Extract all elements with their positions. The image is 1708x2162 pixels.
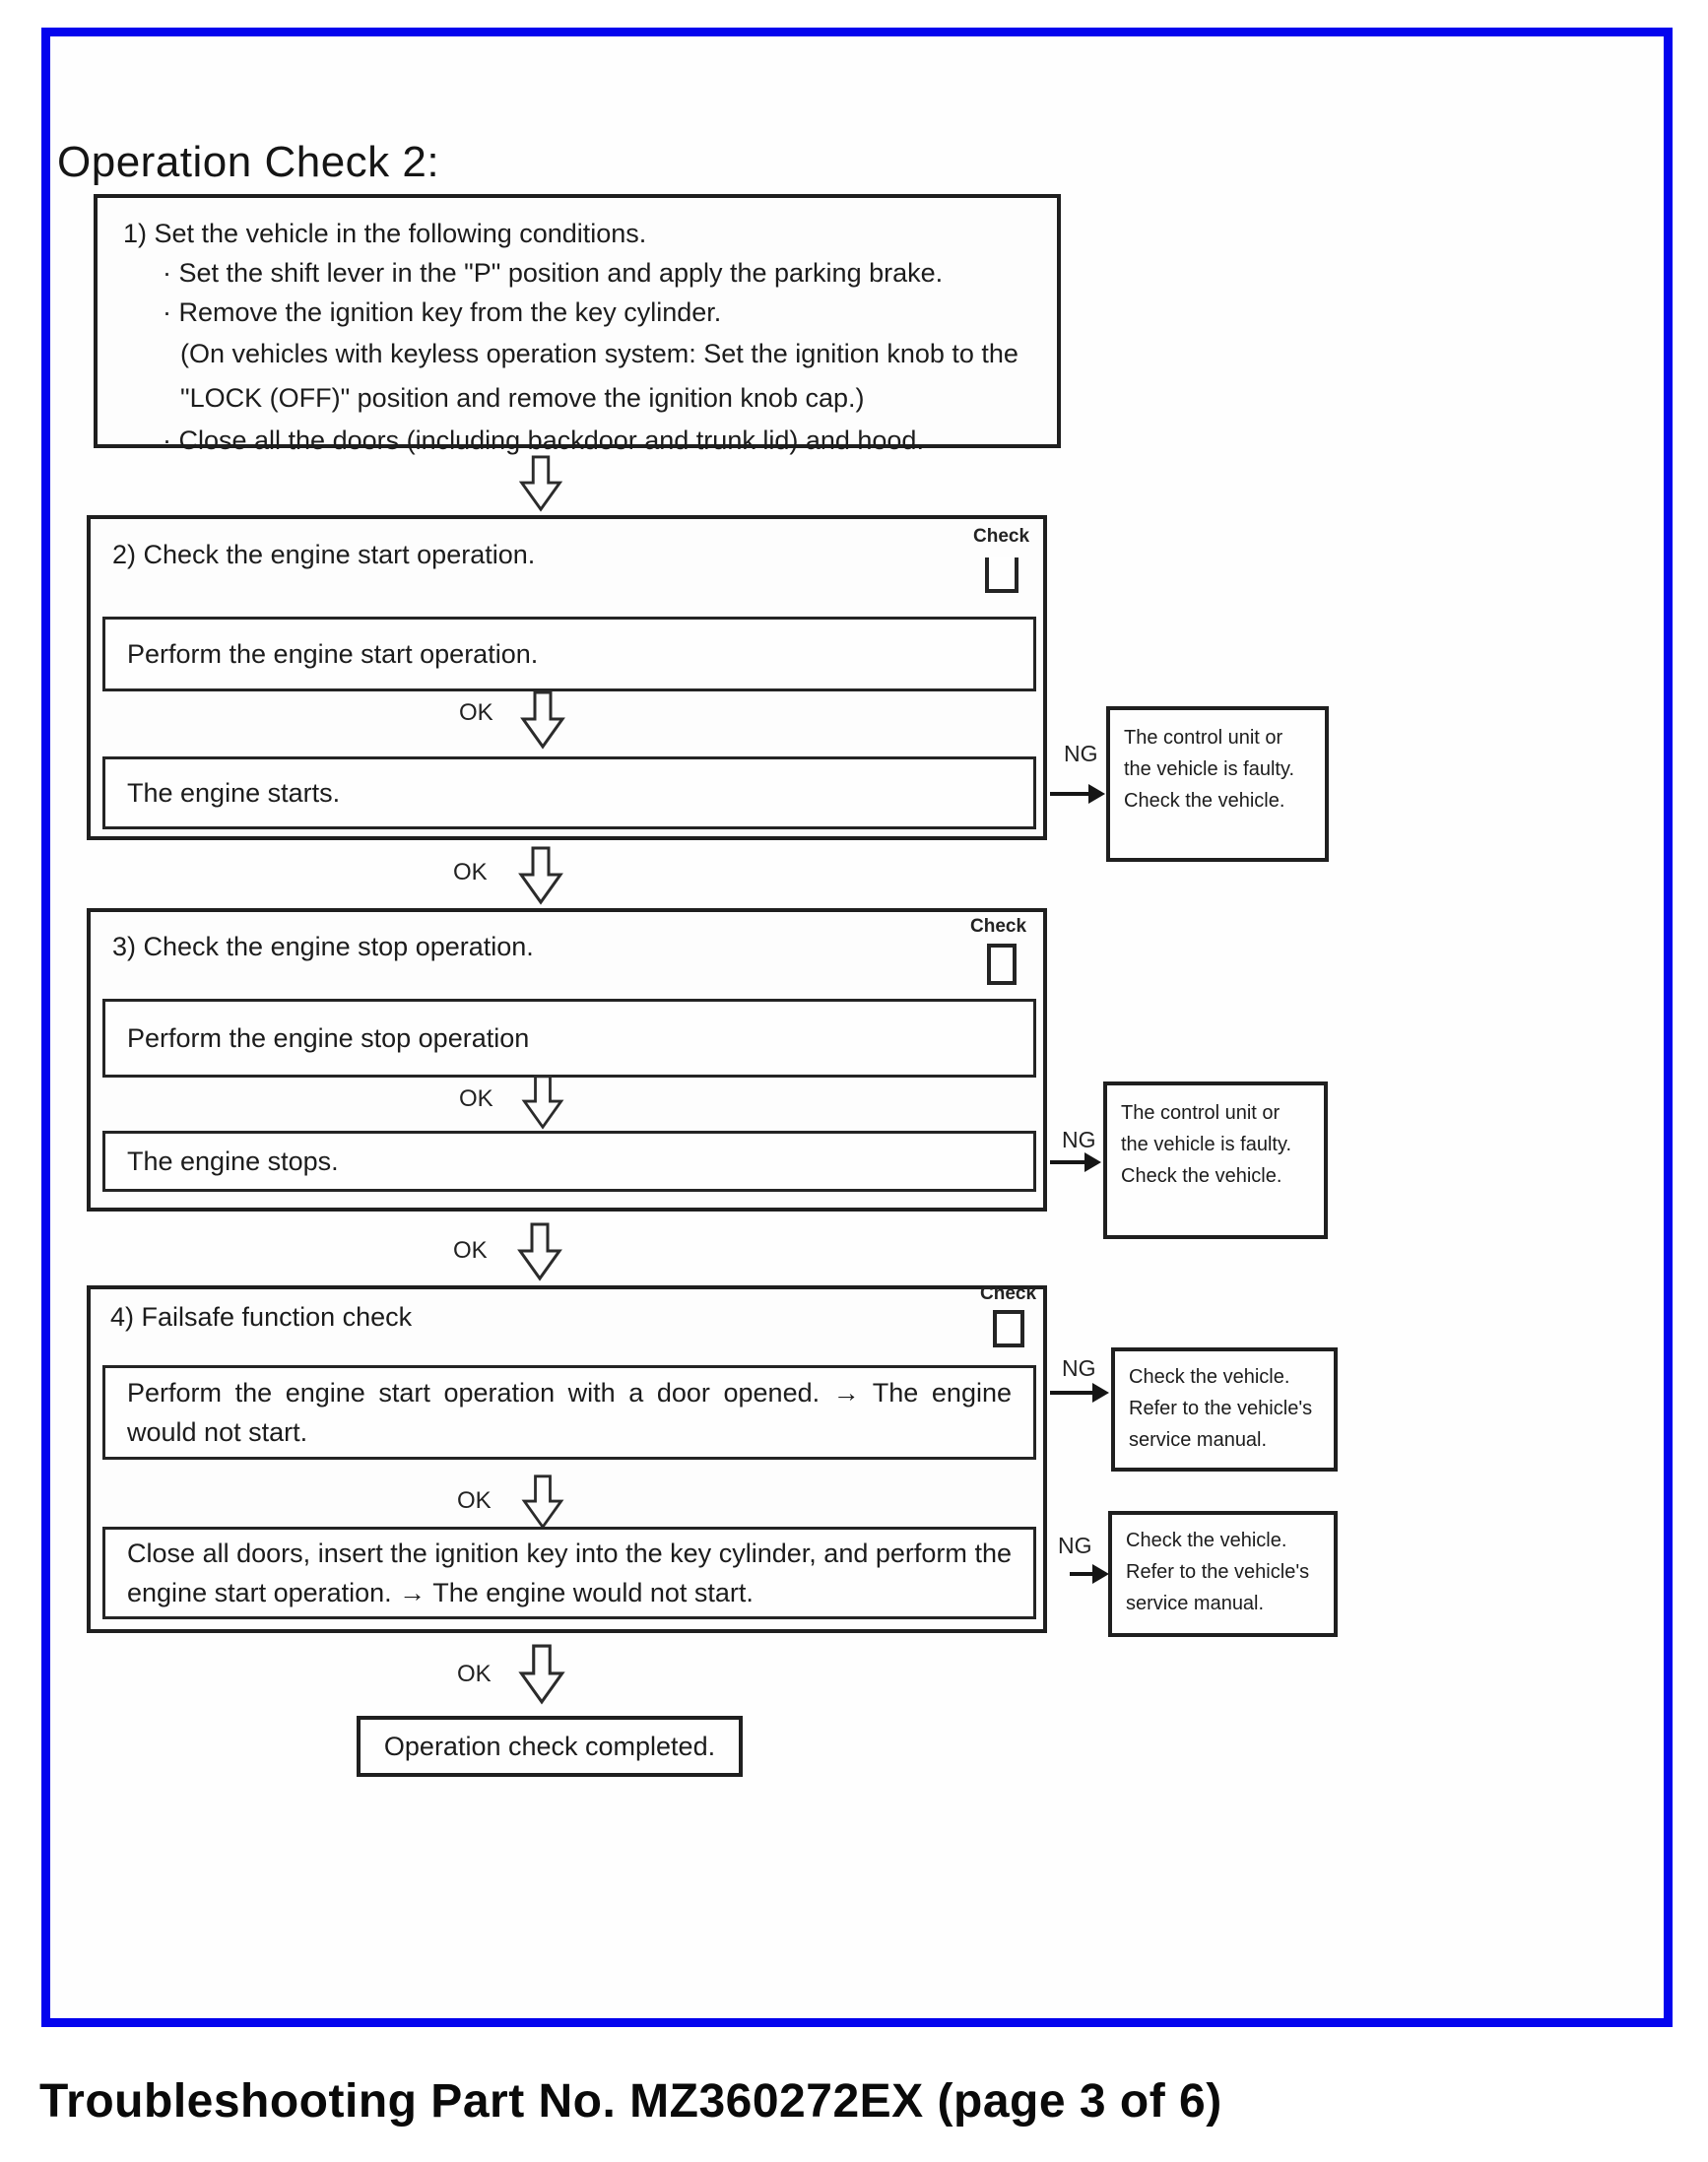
step1-heading: 1) Set the vehicle in the following cond… [123,219,647,248]
footer-title: Troubleshooting Part No. MZ360272EX (pag… [39,2075,1222,2128]
step4-checkbox [993,1310,1024,1347]
step1-bullet: · Remove the ignition key from the key c… [163,297,722,327]
operation-completed-text: Operation check completed. [383,1731,716,1761]
down-arrow-icon [517,1222,562,1281]
down-arrow-icon [518,455,563,512]
step2-ng-outcome-box: The control unit or the vehicle is fault… [1106,706,1329,862]
step2-action-box: Perform the engine start operation. [102,617,1036,691]
page-title: Operation Check 2: [57,138,440,186]
step2-heading: 2) Check the engine start operation. [112,540,536,569]
down-arrow-icon [520,690,565,750]
step4-test2-text: Close all doors, insert the ignition key… [127,1538,1012,1608]
step3-action-text: Perform the engine stop operation [127,1022,530,1053]
step2-result-box: The engine starts. [102,756,1036,829]
ok-label: OK [453,859,488,885]
ng-label: NG [1064,741,1098,766]
step1-bullet: · Set the shift lever in the "P" positio… [163,258,944,288]
step2-action-text: Perform the engine start operation. [127,638,539,669]
step4-test2-box: Close all doors, insert the ignition key… [102,1527,1036,1619]
ng-label: NG [1062,1127,1096,1152]
ok-label: OK [453,1237,488,1264]
ok-label: OK [457,1661,492,1687]
step3-result-text: The engine stops. [127,1146,339,1176]
ng-arrow-icon [1070,1564,1109,1584]
step3-result-box: The engine stops. [102,1131,1036,1192]
step4-test1-ng-outcome-box: Check the vehicle. Refer to the vehicle'… [1111,1347,1338,1472]
step1-box: 1) Set the vehicle in the following cond… [94,194,1061,455]
ng-label: NG [1062,1355,1096,1381]
step3-check-label: Check [970,916,1027,937]
step1-bullet: · Close all the doors (including backdoo… [163,426,924,455]
operation-completed-box: Operation check completed. [357,1716,743,1777]
step2-check-label: Check [973,526,1030,547]
step4-test2-ng-outcome-box: Check the vehicle. Refer to the vehicle'… [1108,1511,1338,1637]
ok-label: OK [459,1085,493,1112]
down-arrow-icon [521,1075,564,1130]
step4-test1-text: Perform the engine start operation with … [127,1377,1012,1448]
ok-label: OK [457,1487,492,1514]
step3-heading: 3) Check the engine stop operation. [112,932,534,961]
step4-heading: 4) Failsafe function check [110,1302,413,1332]
step3-checkbox [987,944,1017,985]
step4-test1-box: Perform the engine start operation with … [102,1365,1036,1460]
step4-check-label: Check [980,1283,1037,1304]
ng-arrow-icon [1050,1152,1101,1172]
down-arrow-icon [518,1644,565,1705]
step2-result-text: The engine starts. [127,777,341,808]
step2-checkbox [985,557,1018,593]
step1-note: (On vehicles with keyless operation syst… [180,339,1018,413]
step3-ng-outcome-box: The control unit or the vehicle is fault… [1103,1081,1328,1239]
down-arrow-icon [518,846,563,905]
down-arrow-icon [521,1474,564,1530]
ng-label: NG [1058,1533,1092,1558]
ok-label: OK [459,699,493,726]
ng-arrow-icon [1050,784,1105,804]
step3-action-box: Perform the engine stop operation [102,999,1036,1078]
ng-arrow-icon [1050,1383,1109,1403]
